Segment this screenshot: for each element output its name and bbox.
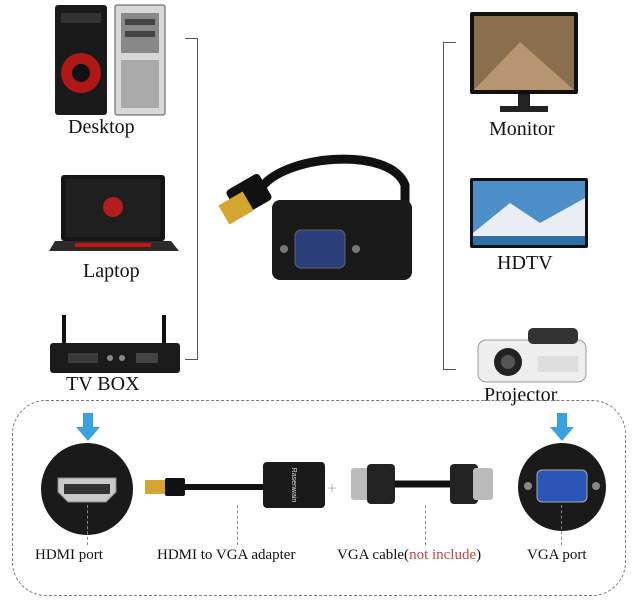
hdmi-port-label: HDMI port [35,547,103,563]
adapter-label: HDMI to VGA adapter [157,547,296,563]
pointer-line-cable [425,505,426,545]
right-bracket [443,42,456,370]
left-arrow-icon [76,413,100,441]
vga-port-image [518,443,606,531]
desktop-label: Desktop [68,116,135,138]
monitor-image [470,12,578,112]
pointer-line-vga [561,505,562,545]
tvbox-image [50,315,180,373]
right-arrow-icon [550,413,574,441]
pointer-line-hdmi [87,505,88,545]
vga-cable-label: VGA cable(not include) [337,547,481,564]
vga-cable-suffix: ) [476,547,482,563]
desktop-image [55,4,166,116]
vga-cable-prefix: VGA cable( [337,547,410,563]
hdmi-port-image [41,443,133,535]
adapter-image [218,154,412,280]
projector-image [477,328,587,383]
left-bracket [185,38,198,360]
monitor-label: Monitor [489,118,555,140]
vga-cable-note: not include [409,547,477,563]
pointer-line-adapter [237,505,238,545]
plus-icon: + [327,478,338,498]
adapter-brand: Rasenwain [290,468,297,503]
hdtv-image [470,178,588,248]
vga-port-label: VGA port [527,547,587,563]
tvbox-label: TV BOX [66,373,140,395]
laptop-label: Laptop [83,260,140,282]
vga-cable-image [351,464,493,504]
connection-panel [12,400,626,596]
laptop-image [49,175,179,251]
hdtv-label: HDTV [497,252,553,274]
adapter-cable-image: Rasenwain [145,462,325,508]
